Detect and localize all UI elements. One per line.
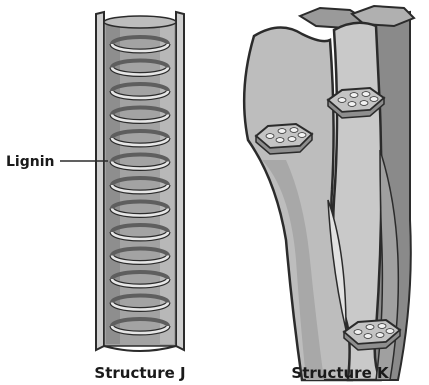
structure-j-label: Structure J	[94, 364, 185, 382]
lignin-label: Lignin	[6, 154, 54, 170]
structure-k-label: Structure K	[291, 364, 390, 382]
structure-k-sieve-tubes	[244, 6, 414, 380]
structure-j-vessel	[96, 12, 184, 351]
